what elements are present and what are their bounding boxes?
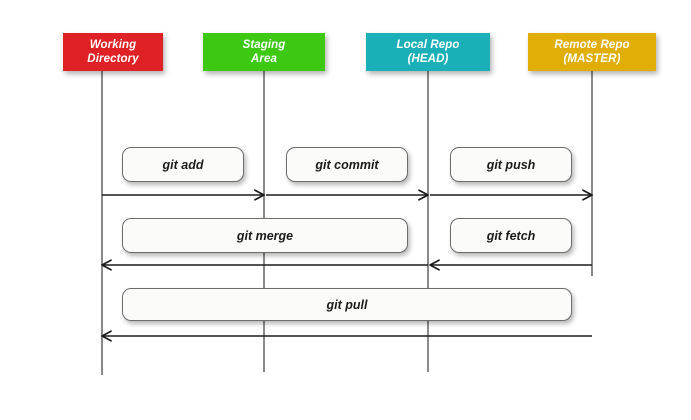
command-box-git-push[interactable]: git push — [450, 147, 572, 182]
arrow-fetch — [429, 259, 592, 271]
lifeline-remote-repo — [591, 71, 593, 276]
command-label-git-add: git add — [162, 157, 204, 172]
command-box-git-pull[interactable]: git pull — [122, 288, 572, 321]
actor-box-local-repo[interactable]: Local Repo (HEAD) — [366, 33, 490, 71]
command-box-git-commit[interactable]: git commit — [286, 147, 408, 182]
arrow-pull — [101, 330, 592, 342]
command-label-git-push: git push — [486, 157, 536, 172]
command-box-git-fetch[interactable]: git fetch — [450, 218, 572, 253]
actor-label-remote-repo: Remote Repo (MASTER) — [554, 39, 630, 65]
lifeline-working-directory — [101, 71, 103, 375]
lifeline-local-repo — [427, 71, 429, 372]
command-label-git-commit: git commit — [315, 157, 379, 172]
actor-label-working-directory: Working Directory — [87, 39, 139, 65]
actor-box-remote-repo[interactable]: Remote Repo (MASTER) — [528, 33, 656, 71]
arrow-commit — [266, 189, 429, 201]
command-label-git-pull: git pull — [326, 297, 368, 312]
command-box-git-merge[interactable]: git merge — [122, 218, 408, 253]
actor-box-staging-area[interactable]: Staging Area — [203, 33, 325, 71]
command-label-git-fetch: git fetch — [486, 228, 536, 243]
command-label-git-merge: git merge — [236, 228, 294, 243]
actor-label-local-repo: Local Repo (HEAD) — [396, 39, 460, 65]
actor-label-staging-area: Staging Area — [242, 39, 286, 65]
command-box-git-add[interactable]: git add — [122, 147, 244, 182]
arrow-add — [102, 189, 265, 201]
arrow-push — [430, 189, 593, 201]
actor-box-working-directory[interactable]: Working Directory — [63, 33, 163, 71]
arrow-merge — [101, 259, 428, 271]
